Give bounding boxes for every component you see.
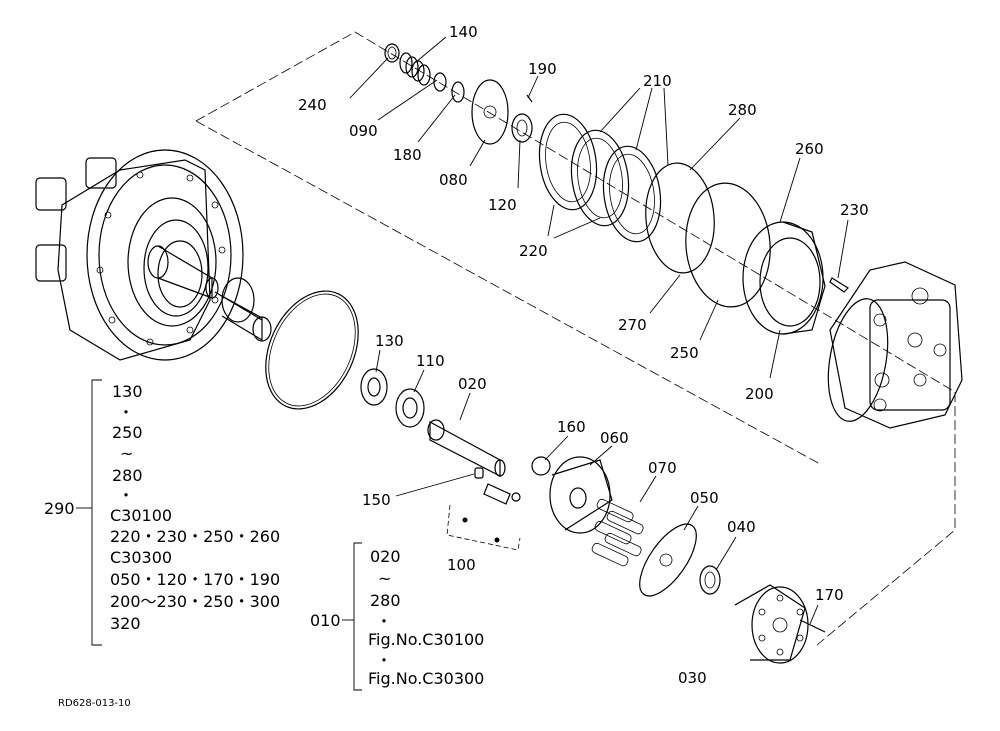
callout-160: 160	[557, 418, 586, 436]
piston-set-070	[591, 498, 644, 567]
callout-140: 140	[449, 23, 478, 41]
legend-010-line: ・	[376, 651, 392, 670]
callout-260: 260	[795, 140, 824, 158]
legend-010: 010 020 ~ 280 ・ Fig.No.C30100 ・ Fig.No.C…	[310, 542, 484, 691]
callout-100: 100	[447, 556, 476, 574]
legend-010-line: 280	[370, 591, 401, 610]
legend-290-line: 200〜230・250・300	[110, 592, 280, 611]
legend-290-line: 320	[110, 614, 141, 633]
callout-090: 090	[349, 122, 378, 140]
bearing-110	[395, 388, 425, 428]
callout-020: 020	[458, 375, 487, 393]
o-ring-housing	[265, 290, 359, 410]
callout-050: 050	[690, 489, 719, 507]
callout-030: 030	[678, 669, 707, 687]
callout-280: 280	[728, 101, 757, 119]
brake-piston-200	[742, 221, 826, 335]
bearing-120	[511, 113, 533, 143]
callout-170: 170	[815, 586, 844, 604]
pin-190	[526, 94, 533, 103]
legend-290-line: ・	[118, 403, 134, 422]
legend-290-line: 280	[112, 466, 143, 485]
legend-290-line: ・	[118, 486, 134, 505]
callout-190: 190	[528, 60, 557, 78]
callout-250: 250	[670, 344, 699, 362]
legend-010-line: Fig.No.C30300	[368, 669, 484, 688]
callout-070: 070	[648, 459, 677, 477]
legend-290-line: ~	[120, 444, 133, 463]
callout-110: 110	[416, 352, 445, 370]
brake-discs	[538, 113, 662, 243]
legend-010-line: Fig.No.C30100	[368, 630, 484, 649]
callout-060: 060	[600, 429, 629, 447]
callout-270: 270	[618, 316, 647, 334]
callout-220: 220	[519, 242, 548, 260]
swash-plate-050	[639, 523, 697, 597]
callout-180: 180	[393, 146, 422, 164]
cylinder-030	[734, 584, 826, 664]
ring-180	[451, 81, 465, 103]
plate-080	[471, 79, 509, 145]
drawing-code: RD628-013-10	[58, 698, 131, 709]
ring-040	[699, 565, 721, 595]
ball-160	[531, 456, 551, 476]
spring-230	[829, 277, 849, 293]
valve-housing	[827, 261, 963, 429]
legend-290-line: 220・230・250・260	[110, 527, 280, 546]
leader-lines	[349, 36, 849, 625]
callout-120: 120	[488, 196, 517, 214]
legend-010-line: 020	[370, 547, 401, 566]
assembly-frame	[195, 31, 956, 646]
legend-010-label: 010	[310, 611, 341, 630]
legend-290-line: C30300	[110, 548, 172, 567]
callout-240: 240	[298, 96, 327, 114]
callout-040: 040	[727, 518, 756, 536]
callout-080: 080	[439, 171, 468, 189]
legend-290-label: 290	[44, 499, 75, 518]
washer-090	[433, 72, 447, 92]
kit-100	[446, 504, 521, 551]
legend-290: 290 130 ・ 250 ~ 280 ・ C30100 220・230・250…	[44, 379, 280, 646]
legend-290-line: 250	[112, 423, 143, 442]
pin-150	[474, 467, 521, 505]
legend-010-line: ・	[376, 612, 392, 631]
motor-housing	[35, 149, 244, 361]
output-shaft	[147, 245, 272, 342]
callout-200: 200	[745, 385, 774, 403]
ring-240	[384, 43, 400, 63]
callout-210: 210	[643, 72, 672, 90]
legend-290-line: 050・120・170・190	[110, 570, 280, 589]
drive-shaft-020	[427, 419, 506, 477]
callouts: 140 190 210 280 260 240 090 180 080 120 …	[298, 23, 869, 687]
callout-230: 230	[840, 201, 869, 219]
callout-130: 130	[375, 332, 404, 350]
legend-290-line: 130	[112, 382, 143, 401]
o-rings	[645, 162, 771, 308]
legend-290-line: C30100	[110, 506, 172, 525]
bearing-130	[360, 368, 388, 406]
spring-140	[399, 52, 431, 86]
cylinder-block-060	[549, 456, 613, 534]
callout-150: 150	[362, 491, 391, 509]
legend-010-line: ~	[378, 569, 391, 588]
